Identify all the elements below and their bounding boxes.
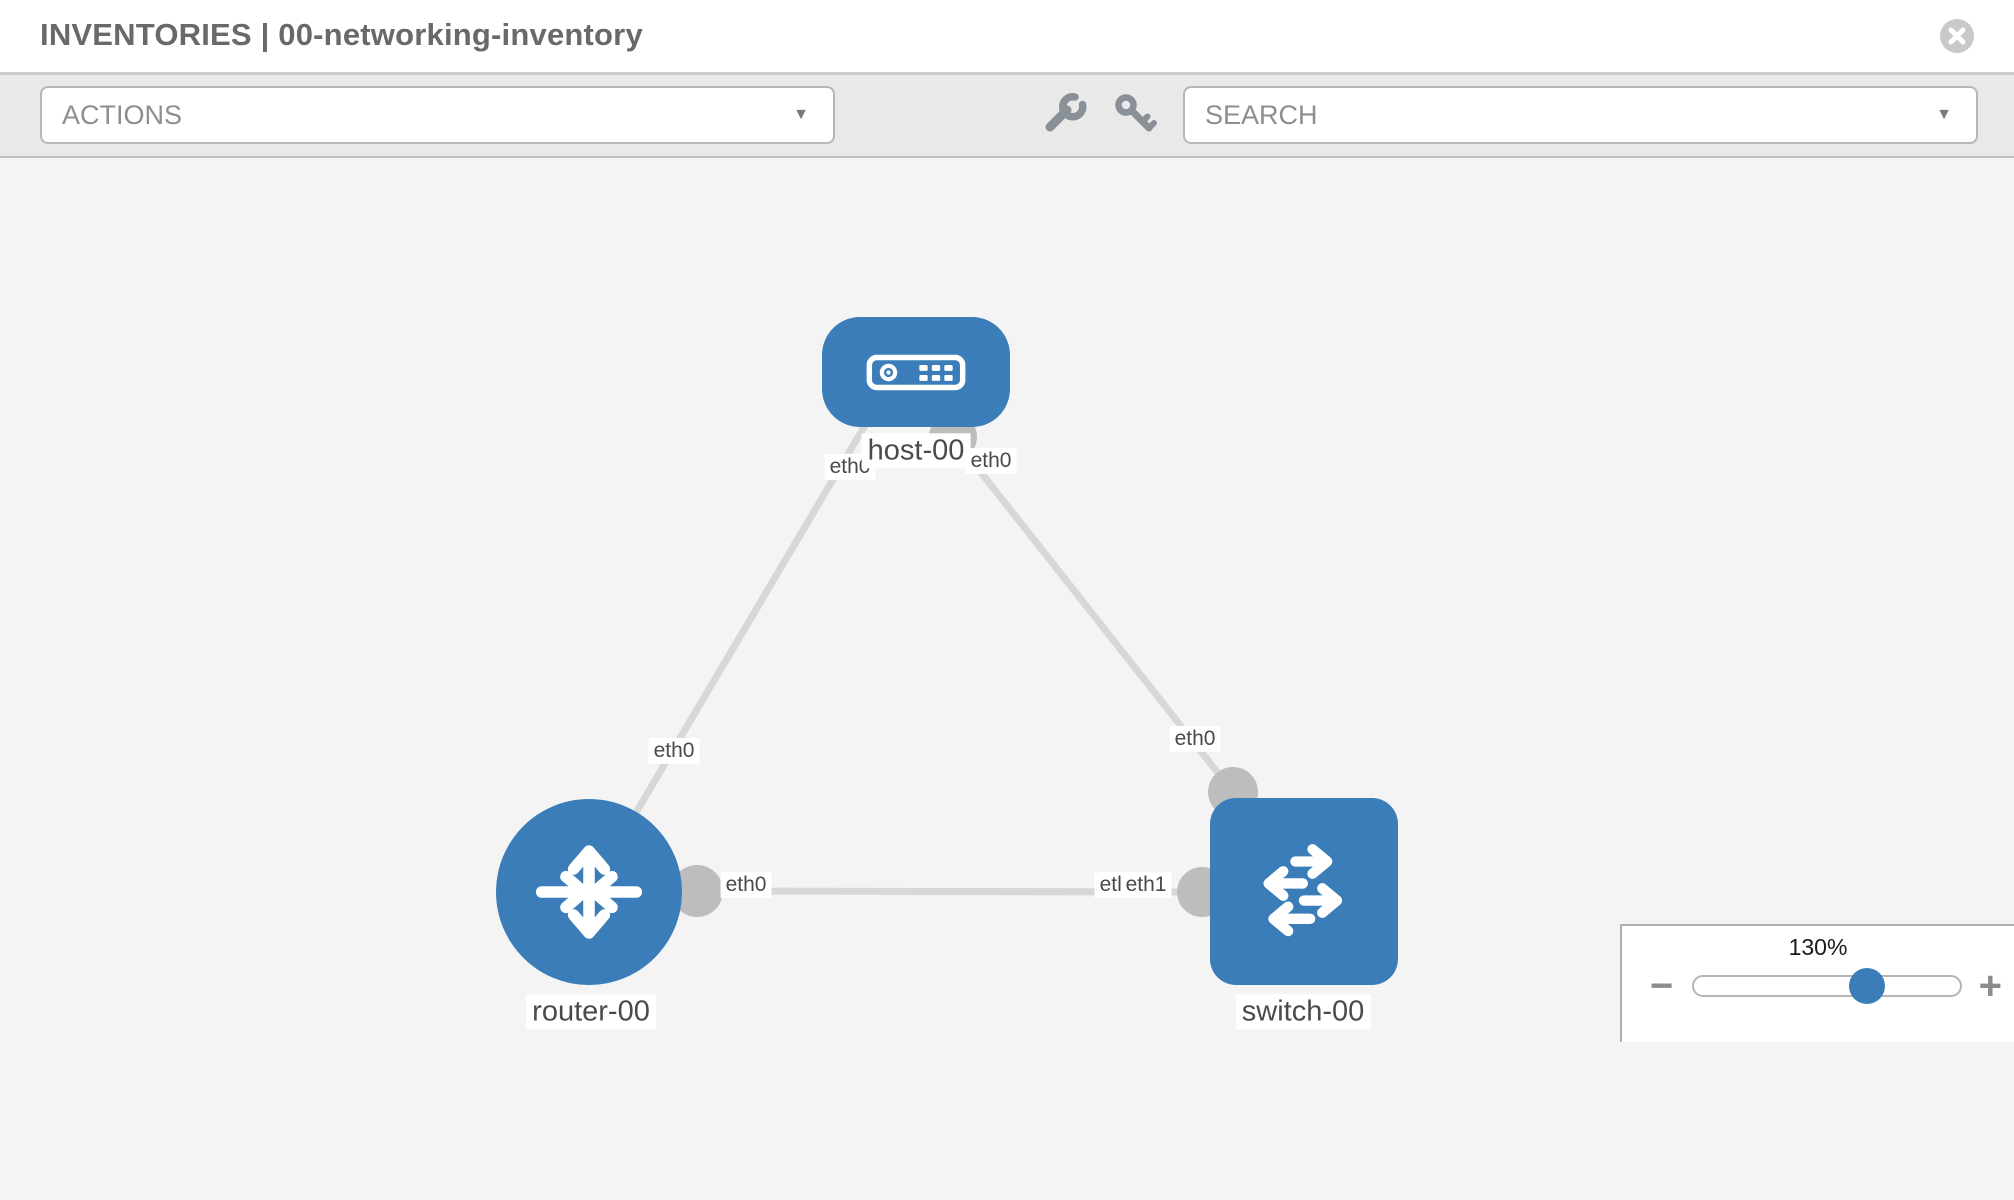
switch-icon	[1263, 843, 1343, 936]
window-header: INVENTORIES | 00-networking-inventory	[0, 0, 2014, 72]
node-switch-00[interactable]	[1210, 798, 1398, 985]
node-router-00[interactable]	[496, 799, 682, 985]
interface-label: eth0	[965, 447, 1017, 475]
wrench-icon	[1045, 93, 1087, 132]
node-label-host: host-00	[861, 433, 971, 469]
search-dropdown[interactable]: SEARCH ▼	[1183, 86, 1978, 144]
zoom-slider-thumb[interactable]	[1849, 968, 1885, 1004]
topology-canvas[interactable]: host-00 router-00 switch-00 eth0 eth0 et…	[0, 158, 2014, 1200]
actions-dropdown[interactable]: ACTIONS ▼	[40, 86, 835, 144]
host-icon	[866, 354, 966, 390]
credentials-button[interactable]	[1110, 89, 1160, 139]
zoom-slider[interactable]	[1692, 968, 1962, 1004]
close-icon	[1948, 27, 1966, 45]
interface-label: eth0	[648, 737, 700, 765]
key-icon	[1115, 94, 1157, 132]
toolbar: ACTIONS ▼ SEARCH ▼	[0, 72, 2014, 158]
topology-links	[585, 398, 1236, 896]
close-button[interactable]	[1940, 19, 1974, 53]
interface-label: eth1	[1120, 871, 1172, 899]
search-dropdown-label: SEARCH	[1205, 99, 1318, 130]
zoom-out-button[interactable]: −	[1650, 964, 1674, 1008]
page-title: INVENTORIES | 00-networking-inventory	[40, 17, 643, 52]
interface-label: eth0	[720, 871, 772, 899]
node-label-router: router-00	[526, 994, 656, 1030]
interface-label: eth0	[824, 453, 876, 481]
zoom-value: 130%	[1788, 934, 1848, 960]
caret-down-icon: ▼	[1936, 106, 1952, 123]
actions-dropdown-label: ACTIONS	[62, 99, 183, 130]
node-host-00[interactable]	[822, 317, 1010, 427]
caret-down-icon: ▼	[793, 106, 809, 123]
zoom-in-button[interactable]: +	[1978, 964, 2002, 1008]
node-label-switch: switch-00	[1235, 994, 1371, 1030]
configure-button[interactable]	[1040, 89, 1090, 139]
interface-label: eth0	[1169, 725, 1221, 753]
zoom-panel: 130% − +	[1620, 924, 2014, 1042]
link-host-router	[585, 398, 884, 894]
router-icon	[535, 845, 643, 939]
